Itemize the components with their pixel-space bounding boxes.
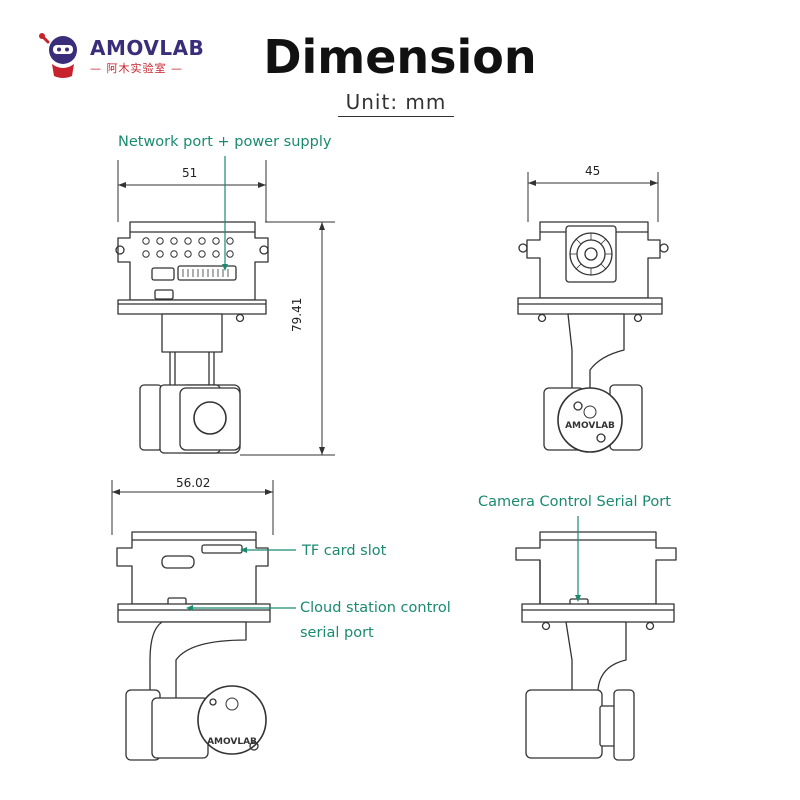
logo-wordmark: AMOVLAB: [90, 36, 205, 60]
callout-camera-control: Camera Control Serial Port: [478, 494, 671, 510]
callout-leaders: [186, 156, 581, 611]
bottom-camera-label: AMOVLAB: [207, 737, 257, 747]
side-view-drawing: [517, 172, 669, 453]
logo-subtitle: — 阿木实验室 —: [90, 62, 183, 75]
dimension-height: 79.41: [290, 297, 304, 332]
callout-network-port: Network port + power supply: [118, 134, 332, 150]
dimension-width-side: 45: [585, 164, 601, 178]
dimension-width-top: 51: [182, 166, 198, 180]
callout-cloud-station-line1: Cloud station control: [300, 600, 451, 616]
bottom-right-view-drawing: [515, 531, 677, 761]
unit-label: Unit: mm: [338, 90, 454, 117]
callout-cloud-station-line2: serial port: [300, 625, 374, 641]
robot-mascot-icon: [39, 33, 77, 78]
callout-tf-card: TF card slot: [302, 543, 387, 559]
dimension-width-bottom: 56.02: [176, 476, 211, 490]
side-camera-label: AMOVLAB: [565, 421, 615, 431]
front-view-drawing: [115, 160, 335, 456]
amovlab-logo: AMOVLAB — 阿木实验室 —: [38, 28, 208, 88]
bottom-left-view-drawing: [111, 480, 274, 761]
page-title: Dimension: [263, 30, 537, 84]
